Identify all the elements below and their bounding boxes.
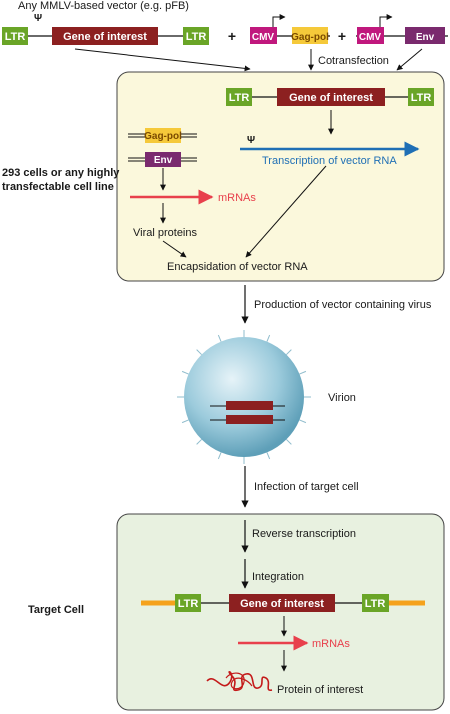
gene-of-interest-label-target: Gene of interest xyxy=(240,598,324,610)
ltr-box-right-top xyxy=(183,27,209,45)
env-box-top xyxy=(405,27,445,44)
helper-1-promoter-arrow xyxy=(272,14,286,27)
cmv-box-2 xyxy=(357,27,384,44)
gene-of-interest-label-cell: Gene of interest xyxy=(289,92,373,104)
psi-symbol-top: Ψ xyxy=(34,13,42,24)
psi-symbol-cell: Ψ xyxy=(247,135,255,146)
target-cell-label: Target Cell xyxy=(28,604,84,616)
production-label: Production of vector containing virus xyxy=(254,299,432,311)
packaging-cell-label-line1: 293 cells or any highly xyxy=(2,167,120,179)
gene-of-interest-box-target xyxy=(229,594,335,612)
virion-spike xyxy=(299,370,307,375)
virion-label: Virion xyxy=(328,392,356,404)
integration-label: Integration xyxy=(252,571,304,583)
arrow-proteins-to-encapsidation xyxy=(162,240,187,258)
ltr-label-right-top: LTR xyxy=(186,31,207,43)
virion-spike xyxy=(286,349,292,355)
virion-spike xyxy=(266,334,271,342)
vector-caption: Any MMLV-based vector (e.g. pFB) xyxy=(18,0,189,12)
plus-sign-1: + xyxy=(228,28,236,44)
virion-spike xyxy=(299,419,307,424)
virion-spike xyxy=(196,349,202,355)
ltr-label-right-cell: LTR xyxy=(411,92,432,104)
protein-label: Protein of interest xyxy=(277,684,363,696)
ltr-box-left-cell xyxy=(226,88,252,106)
virion-rna-gene-2 xyxy=(226,415,273,424)
mrnas-label-cell: mRNAs xyxy=(218,192,256,204)
cmv-box-1 xyxy=(250,27,277,44)
ltr-box-left-top xyxy=(2,27,28,45)
protein-squiggle-inner-icon xyxy=(225,672,253,690)
virion-spike xyxy=(217,334,222,342)
gene-of-interest-box-cell xyxy=(277,88,385,106)
gene-of-interest-box-top xyxy=(52,27,158,45)
gagpol-label-top: Gag-pol xyxy=(291,32,329,43)
virion-rna-gene-1 xyxy=(226,401,273,410)
mrnas-label-target: mRNAs xyxy=(312,638,350,650)
gagpol-box-top xyxy=(292,27,328,44)
virion-spike xyxy=(217,452,222,460)
arrow-rna-to-encapsidation xyxy=(245,165,327,258)
protein-squiggle-icon xyxy=(206,670,273,692)
virion-spike xyxy=(181,419,189,424)
ltr-label-left-top: LTR xyxy=(5,31,26,43)
viral-proteins-label: Viral proteins xyxy=(133,227,197,239)
cmv-label-2: CMV xyxy=(359,32,382,43)
virion-spike xyxy=(196,439,202,445)
plus-sign-2: + xyxy=(338,28,346,44)
ltr-box-right-cell xyxy=(408,88,434,106)
packaging-cell-label-line2: transfectable cell line xyxy=(2,181,114,193)
virion-spike xyxy=(181,370,189,375)
gagpol-box-cell xyxy=(145,128,181,143)
transcription-label: Transcription of vector RNA xyxy=(262,155,397,167)
env-label-top: Env xyxy=(416,32,435,43)
gene-of-interest-label-top: Gene of interest xyxy=(63,31,147,43)
virion-spike xyxy=(266,452,271,460)
ltr-label-left-cell: LTR xyxy=(229,92,250,104)
helper-2-promoter-arrow xyxy=(379,14,393,27)
virion-spike xyxy=(286,439,292,445)
ltr-label-right-target: LTR xyxy=(365,598,386,610)
env-label-cell: Env xyxy=(154,155,173,166)
ltr-label-left-target: LTR xyxy=(178,598,199,610)
arrow-helper2-to-cell xyxy=(396,48,423,71)
arrow-vector-to-cell xyxy=(74,48,251,72)
env-box-cell xyxy=(145,152,181,167)
virion-particle xyxy=(184,337,304,457)
packaging-cell-box xyxy=(116,71,445,282)
infection-label: Infection of target cell xyxy=(254,481,359,493)
reverse-transcription-label: Reverse transcription xyxy=(252,528,356,540)
ltr-box-right-target xyxy=(362,594,389,612)
cotransfection-label: Cotransfection xyxy=(318,55,389,67)
cmv-label-1: CMV xyxy=(252,32,275,43)
gagpol-label-cell: Gag-pol xyxy=(144,131,182,142)
encapsidation-label: Encapsidation of vector RNA xyxy=(167,261,308,273)
ltr-box-left-target xyxy=(175,594,201,612)
virion-spikes xyxy=(177,330,311,464)
